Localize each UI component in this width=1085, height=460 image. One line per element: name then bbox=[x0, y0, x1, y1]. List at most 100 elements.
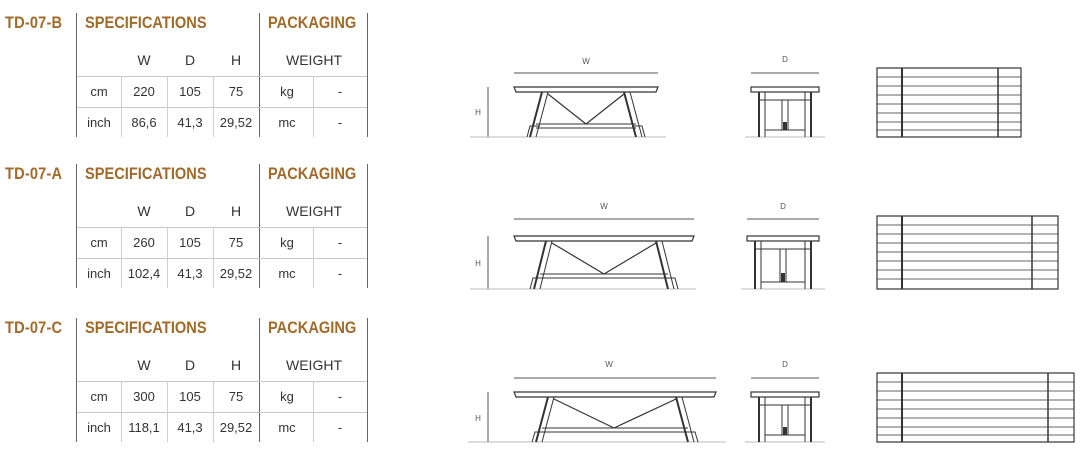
pack-value-mc: - bbox=[337, 266, 343, 281]
packaging-heading: PACKAGING bbox=[268, 13, 357, 32]
column-header-h: H bbox=[230, 203, 242, 219]
pack-unit-kg: kg bbox=[280, 235, 294, 250]
unit-label-cm: cm bbox=[90, 84, 108, 99]
value-h-inch: 29,52 bbox=[219, 420, 253, 435]
row-divider bbox=[77, 76, 367, 77]
divider bbox=[367, 13, 368, 137]
depth-label: D bbox=[780, 202, 786, 211]
product-block-td-07-c: TD-07-C SPECIFICATIONS PACKAGING W D H W… bbox=[0, 310, 1085, 460]
packaging-heading: PACKAGING bbox=[268, 318, 357, 337]
pack-value-kg: - bbox=[337, 235, 343, 250]
width-label: W bbox=[600, 202, 608, 211]
value-d-cm: 105 bbox=[179, 389, 201, 404]
divider bbox=[76, 13, 77, 137]
packaging-heading: PACKAGING bbox=[268, 164, 357, 183]
product-code: TD-07-A bbox=[5, 164, 63, 183]
column-header-w: W bbox=[137, 203, 151, 219]
height-label: H bbox=[475, 108, 481, 117]
specifications-heading: SPECIFICATIONS bbox=[85, 13, 207, 32]
cell-divider bbox=[121, 227, 122, 288]
value-w-cm: 220 bbox=[133, 84, 155, 99]
packaging-drawing bbox=[876, 215, 1059, 290]
cell-divider bbox=[167, 227, 168, 288]
height-label: H bbox=[475, 259, 481, 268]
row-divider bbox=[77, 227, 367, 228]
value-w-inch: 86,6 bbox=[131, 115, 157, 130]
cell-divider bbox=[213, 76, 214, 137]
cell-divider bbox=[167, 381, 168, 442]
row-divider bbox=[77, 107, 367, 108]
cell-divider bbox=[313, 227, 314, 288]
value-w-cm: 300 bbox=[133, 389, 155, 404]
pack-unit-kg: kg bbox=[280, 389, 294, 404]
product-block-td-07-b: TD-07-B SPECIFICATIONS PACKAGING W D H W… bbox=[0, 5, 1085, 155]
front-view-drawing: W H bbox=[468, 360, 726, 443]
width-label: W bbox=[605, 360, 613, 369]
packaging-drawing bbox=[876, 372, 1075, 443]
width-label: W bbox=[582, 57, 590, 66]
value-h-inch: 29,52 bbox=[219, 266, 253, 281]
value-d-cm: 105 bbox=[179, 84, 201, 99]
pack-value-mc: - bbox=[337, 420, 343, 435]
value-h-cm: 75 bbox=[228, 235, 244, 250]
pack-value-kg: - bbox=[337, 84, 343, 99]
cell-divider bbox=[167, 76, 168, 137]
divider bbox=[367, 318, 368, 442]
pack-unit-mc: mc bbox=[278, 420, 296, 435]
row-divider bbox=[77, 412, 367, 413]
product-code: TD-07-B bbox=[5, 13, 63, 32]
height-label: H bbox=[475, 414, 481, 423]
front-view-drawing: W H bbox=[470, 57, 666, 138]
column-header-h: H bbox=[230, 52, 242, 68]
weight-header: WEIGHT bbox=[286, 52, 342, 68]
depth-label: D bbox=[782, 55, 788, 64]
column-header-w: W bbox=[137, 357, 151, 373]
column-header-w: W bbox=[137, 52, 151, 68]
specifications-heading: SPECIFICATIONS bbox=[85, 318, 207, 337]
column-header-d: D bbox=[184, 52, 196, 68]
product-code: TD-07-C bbox=[5, 318, 63, 337]
divider bbox=[259, 164, 260, 288]
weight-header: WEIGHT bbox=[286, 357, 342, 373]
pack-value-kg: - bbox=[337, 389, 343, 404]
cell-divider bbox=[121, 76, 122, 137]
unit-label-cm: cm bbox=[90, 389, 108, 404]
side-view-drawing: D bbox=[741, 202, 825, 290]
weight-header: WEIGHT bbox=[286, 203, 342, 219]
value-d-inch: 41,3 bbox=[177, 420, 203, 435]
unit-label-inch: inch bbox=[87, 420, 111, 435]
row-divider bbox=[77, 381, 367, 382]
column-header-d: D bbox=[184, 357, 196, 373]
value-h-inch: 29,52 bbox=[219, 115, 253, 130]
value-d-inch: 41,3 bbox=[177, 115, 203, 130]
divider bbox=[76, 318, 77, 442]
cell-divider bbox=[313, 381, 314, 442]
specifications-heading: SPECIFICATIONS bbox=[85, 164, 207, 183]
row-divider bbox=[77, 258, 367, 259]
unit-label-cm: cm bbox=[90, 235, 108, 250]
pack-value-mc: - bbox=[337, 115, 343, 130]
cell-divider bbox=[213, 381, 214, 442]
value-h-cm: 75 bbox=[228, 84, 244, 99]
column-header-h: H bbox=[230, 357, 242, 373]
unit-label-inch: inch bbox=[87, 115, 111, 130]
cell-divider bbox=[313, 76, 314, 137]
value-d-inch: 41,3 bbox=[177, 266, 203, 281]
side-view-drawing: D bbox=[745, 55, 825, 138]
value-w-inch: 102,4 bbox=[127, 266, 161, 281]
value-h-cm: 75 bbox=[228, 389, 244, 404]
packaging-drawing bbox=[876, 67, 1022, 138]
pack-unit-mc: mc bbox=[278, 115, 296, 130]
value-w-cm: 260 bbox=[133, 235, 155, 250]
cell-divider bbox=[213, 227, 214, 288]
pack-unit-mc: mc bbox=[278, 266, 296, 281]
divider bbox=[76, 164, 77, 288]
divider bbox=[367, 164, 368, 288]
value-w-inch: 118,1 bbox=[128, 420, 160, 435]
depth-label: D bbox=[782, 360, 788, 369]
divider bbox=[259, 13, 260, 137]
product-block-td-07-a: TD-07-A SPECIFICATIONS PACKAGING W D H W… bbox=[0, 156, 1085, 306]
value-d-cm: 105 bbox=[179, 235, 201, 250]
column-header-d: D bbox=[184, 203, 196, 219]
front-view-drawing: W H bbox=[470, 202, 696, 290]
